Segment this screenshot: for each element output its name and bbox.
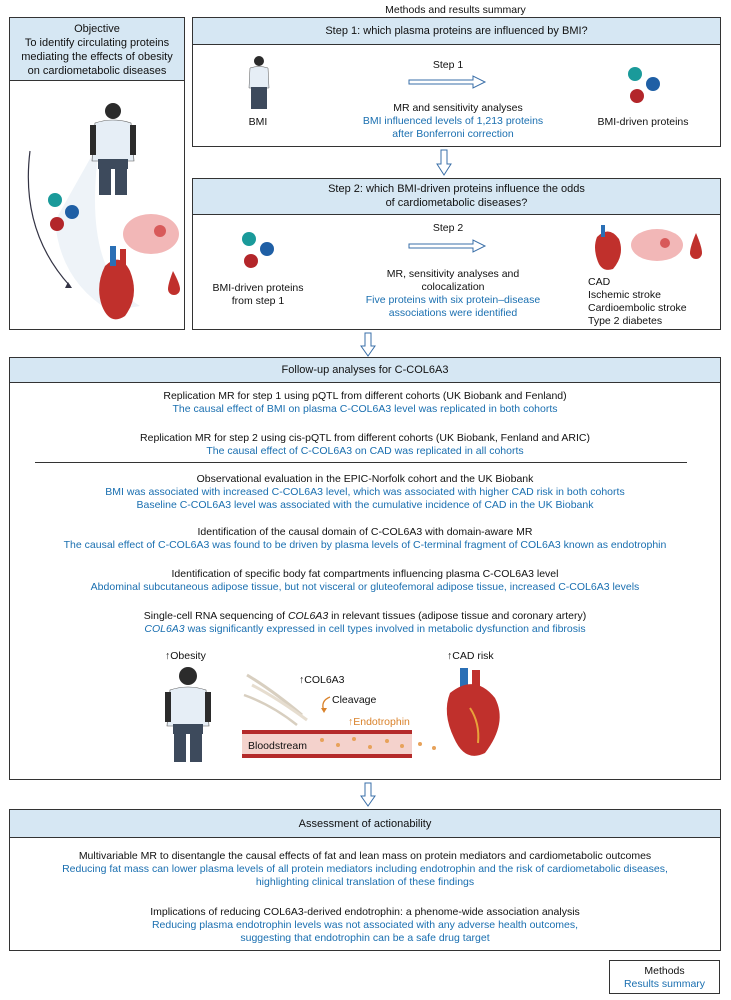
step1-arrow xyxy=(408,75,487,89)
objective-panel: Objective To identify circulating protei… xyxy=(9,17,185,330)
followup-result: BMI was associated with increased C-COL6… xyxy=(105,486,625,498)
objective-header: Objective To identify circulating protei… xyxy=(10,18,184,81)
step1-method: MR and sensitivity analyses xyxy=(393,102,523,114)
step1-left-label: BMI xyxy=(248,116,268,128)
page-title: Methods and results summary xyxy=(385,4,526,16)
disease-icons xyxy=(595,225,702,270)
actionability-method: Implications of reducing COL6A3-derived … xyxy=(150,906,580,918)
step1-header: Step 1: which plasma proteins are influe… xyxy=(193,18,720,45)
legend: Methods Results summary xyxy=(609,960,720,994)
protein-molecules-icon xyxy=(242,232,274,268)
person-icon xyxy=(248,56,270,109)
step2-left-label: BMI-driven proteins from step 1 xyxy=(212,282,304,307)
step2-arrow-label: Step 2 xyxy=(432,222,464,234)
scrna-result-gene: COL6A3 xyxy=(144,623,185,635)
endotrophin-label: ↑Endotrophin xyxy=(348,716,410,728)
followup-result: The causal effect of C-COL6A3 on CAD was… xyxy=(206,445,524,457)
disease-item: Type 2 diabetes xyxy=(588,315,663,327)
obesity-label: ↑Obesity xyxy=(165,650,206,662)
objective-illustration xyxy=(27,103,180,320)
scrna-method-gene: COL6A3 xyxy=(287,610,329,622)
followup-method: Replication MR for step 2 using cis-pQTL… xyxy=(140,432,590,444)
objective-heading: Objective xyxy=(74,23,120,35)
disease-item: Ischemic stroke xyxy=(588,289,661,301)
step2-header: Step 2: which BMI-driven proteins influe… xyxy=(193,179,720,215)
blood-drop-icon xyxy=(690,233,702,259)
col6a3-label: ↑COL6A3 xyxy=(299,674,345,686)
scrna-method: Single-cell RNA sequencing of COL6A3 in … xyxy=(10,610,720,623)
followup-method: Identification of the causal domain of C… xyxy=(197,526,533,538)
followup-method: Replication MR for step 1 using pQTL fro… xyxy=(163,390,567,402)
actionability-result: highlighting clinical translation of the… xyxy=(255,876,475,888)
followup-result: The causal effect of C-COL6A3 was found … xyxy=(63,539,667,551)
legend-methods: Methods xyxy=(644,965,685,977)
step1-arrow-label: Step 1 xyxy=(432,59,464,71)
disease-item: Cardioembolic stroke xyxy=(588,302,687,314)
bloodstream-label: Bloodstream xyxy=(248,740,307,752)
cad-risk-label: ↑CAD risk xyxy=(447,650,494,662)
person-icon xyxy=(165,667,211,762)
scrna-result: COL6A3 was significantly expressed in ce… xyxy=(10,623,720,636)
followup-header: Follow-up analyses for C-COL6A3 xyxy=(10,358,720,383)
actionability-header: Assessment of actionability xyxy=(10,810,720,838)
down-arrow-icon xyxy=(436,149,452,176)
brain-icon xyxy=(123,214,179,254)
divider xyxy=(35,462,687,463)
followup-result: The causal effect of BMI on plasma C-COL… xyxy=(172,403,558,415)
step1-right-label: BMI-driven proteins xyxy=(597,116,689,128)
person-icon xyxy=(90,103,136,195)
step2-arrow xyxy=(408,239,487,253)
heart-icon xyxy=(99,246,134,320)
protein-molecules-icon xyxy=(628,67,660,103)
followup-result: Abdominal subcutaneous adipose tissue, b… xyxy=(90,581,640,593)
followup-panel: Follow-up analyses for C-COL6A3 Replicat… xyxy=(9,357,721,780)
disease-item: CAD xyxy=(588,276,611,288)
step1-result: BMI influenced levels of 1,213 proteins … xyxy=(362,115,544,140)
disease-list: CAD Ischemic stroke Cardioembolic stroke… xyxy=(588,276,687,328)
actionability-result: suggesting that endotrophin can be a saf… xyxy=(240,932,490,944)
followup-result: Baseline C-COL6A3 level was associated w… xyxy=(136,499,594,511)
step2-panel: Step 2: which BMI-driven proteins influe… xyxy=(192,178,721,330)
actionability-result: Reducing fat mass can lower plasma level… xyxy=(62,863,668,875)
cleavage-label: Cleavage xyxy=(332,694,377,706)
followup-method: Observational evaluation in the EPIC-Nor… xyxy=(196,473,534,485)
collagen-fibers-icon xyxy=(243,673,308,726)
objective-text: To identify circulating proteins mediati… xyxy=(21,37,173,77)
actionability-panel: Assessment of actionability Multivariabl… xyxy=(9,809,721,951)
brain-icon xyxy=(631,229,683,261)
bloodstream-vessel xyxy=(242,730,436,758)
cleavage-arrow-icon xyxy=(321,696,331,713)
scrna-result-post: was significantly expressed in cell type… xyxy=(184,623,586,635)
down-arrow-icon xyxy=(360,332,376,357)
scrna-method-pre: Single-cell RNA sequencing of xyxy=(143,610,288,622)
followup-method: Identification of specific body fat comp… xyxy=(171,568,559,580)
heart-icon xyxy=(446,668,500,756)
scrna-method-post: in relevant tissues (adipose tissue and … xyxy=(328,610,587,622)
actionability-result: Reducing plasma endotrophin levels was n… xyxy=(151,919,579,931)
actionability-method: Multivariable MR to disentangle the caus… xyxy=(78,850,652,862)
step2-result: Five proteins with six protein–disease a… xyxy=(365,294,541,319)
blood-drop-icon xyxy=(168,271,180,295)
step2-method: MR, sensitivity analyses and colocalizat… xyxy=(386,268,520,293)
heart-icon xyxy=(595,225,621,270)
protein-molecules-icon xyxy=(48,193,79,231)
down-arrow-icon xyxy=(360,782,376,807)
step1-panel: Step 1: which plasma proteins are influe… xyxy=(192,17,721,147)
legend-results: Results summary xyxy=(623,978,706,990)
